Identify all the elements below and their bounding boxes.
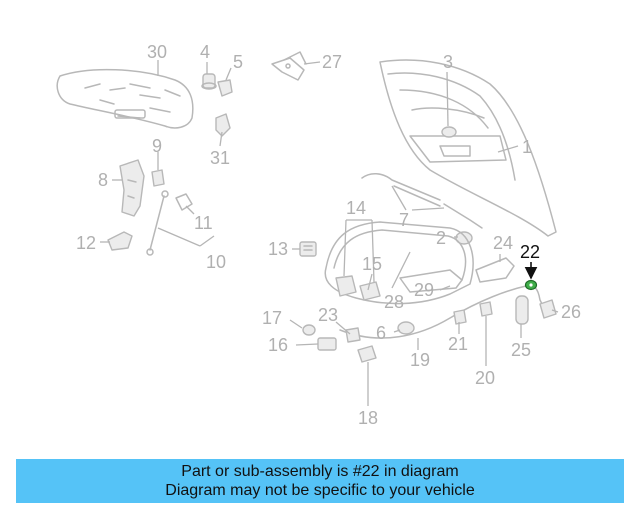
part-15-latch	[335, 275, 381, 301]
part-26-clip	[539, 299, 557, 319]
part-4-clip	[201, 73, 217, 90]
callout-30: 30	[147, 42, 167, 62]
part-14-seal-frame	[324, 221, 474, 305]
callout-20: 20	[475, 368, 495, 388]
part-20-clip	[479, 301, 493, 317]
part-31-bracket	[215, 113, 231, 137]
callout-17: 17	[262, 308, 282, 328]
callout-21: 21	[448, 334, 468, 354]
callout-28: 28	[384, 292, 404, 312]
callout-labels: 30 4 5 27 31 9 8 11 10 12 3 1 7 2 13 14 …	[76, 42, 581, 428]
callout-3: 3	[443, 52, 453, 72]
part-7-seal	[361, 173, 483, 229]
callout-7: 7	[399, 210, 409, 230]
part-5-clip	[217, 79, 233, 97]
part-13-latch-guide	[299, 241, 317, 257]
part-11-clip	[175, 193, 193, 211]
part-10-gas-strut	[146, 190, 169, 256]
callout-26: 26	[561, 302, 581, 322]
callout-19: 19	[410, 350, 430, 370]
callout-10: 10	[206, 252, 226, 272]
callout-15: 15	[362, 254, 382, 274]
callout-25: 25	[511, 340, 531, 360]
callout-13: 13	[268, 239, 288, 259]
part-22-highlighted[interactable]	[524, 279, 538, 291]
part-16-switch	[317, 337, 337, 351]
part-12-bracket	[107, 231, 133, 251]
callout-23: 23	[318, 305, 338, 325]
callout-16: 16	[268, 335, 288, 355]
callout-27: 27	[322, 52, 342, 72]
info-banner: Part or sub-assembly is #22 in diagram D…	[16, 459, 624, 503]
callout-11: 11	[194, 213, 213, 233]
part-17-pad	[302, 324, 316, 336]
callout-4: 4	[200, 42, 210, 62]
part-23-clip	[345, 327, 361, 343]
leader-lines	[100, 60, 559, 406]
callout-24: 24	[493, 233, 513, 253]
callout-18: 18	[358, 408, 378, 428]
part-27-hinge	[271, 51, 307, 81]
part-3-emblem	[441, 126, 457, 138]
part-18-bracket	[357, 345, 377, 363]
callout-8: 8	[98, 170, 108, 190]
callout-14: 14	[346, 198, 366, 218]
banner-line-1: Part or sub-assembly is #22 in diagram	[181, 463, 459, 480]
callout-29: 29	[414, 280, 434, 300]
part-28-release-lever	[399, 269, 463, 293]
part-6-bumper	[397, 321, 415, 335]
callout-31: 31	[210, 148, 230, 168]
callout-22[interactable]: 22	[520, 242, 540, 262]
part-24-cable-bracket	[475, 257, 515, 283]
callout-5: 5	[233, 52, 243, 72]
part-21-nut	[453, 309, 467, 325]
callout-12: 12	[76, 233, 96, 253]
part-25-grommet	[515, 295, 529, 325]
callout-2: 2	[436, 228, 446, 248]
part-30-insulation-pad	[56, 68, 194, 129]
part-1-hood	[379, 59, 557, 237]
part-8-hinge-bracket	[119, 159, 145, 217]
callout-1: 1	[522, 137, 532, 157]
banner-line-2: Diagram may not be specific to your vehi…	[165, 482, 475, 499]
callout-9: 9	[152, 136, 162, 156]
part-9-ball-stud	[151, 169, 165, 187]
callout-6: 6	[376, 323, 386, 343]
